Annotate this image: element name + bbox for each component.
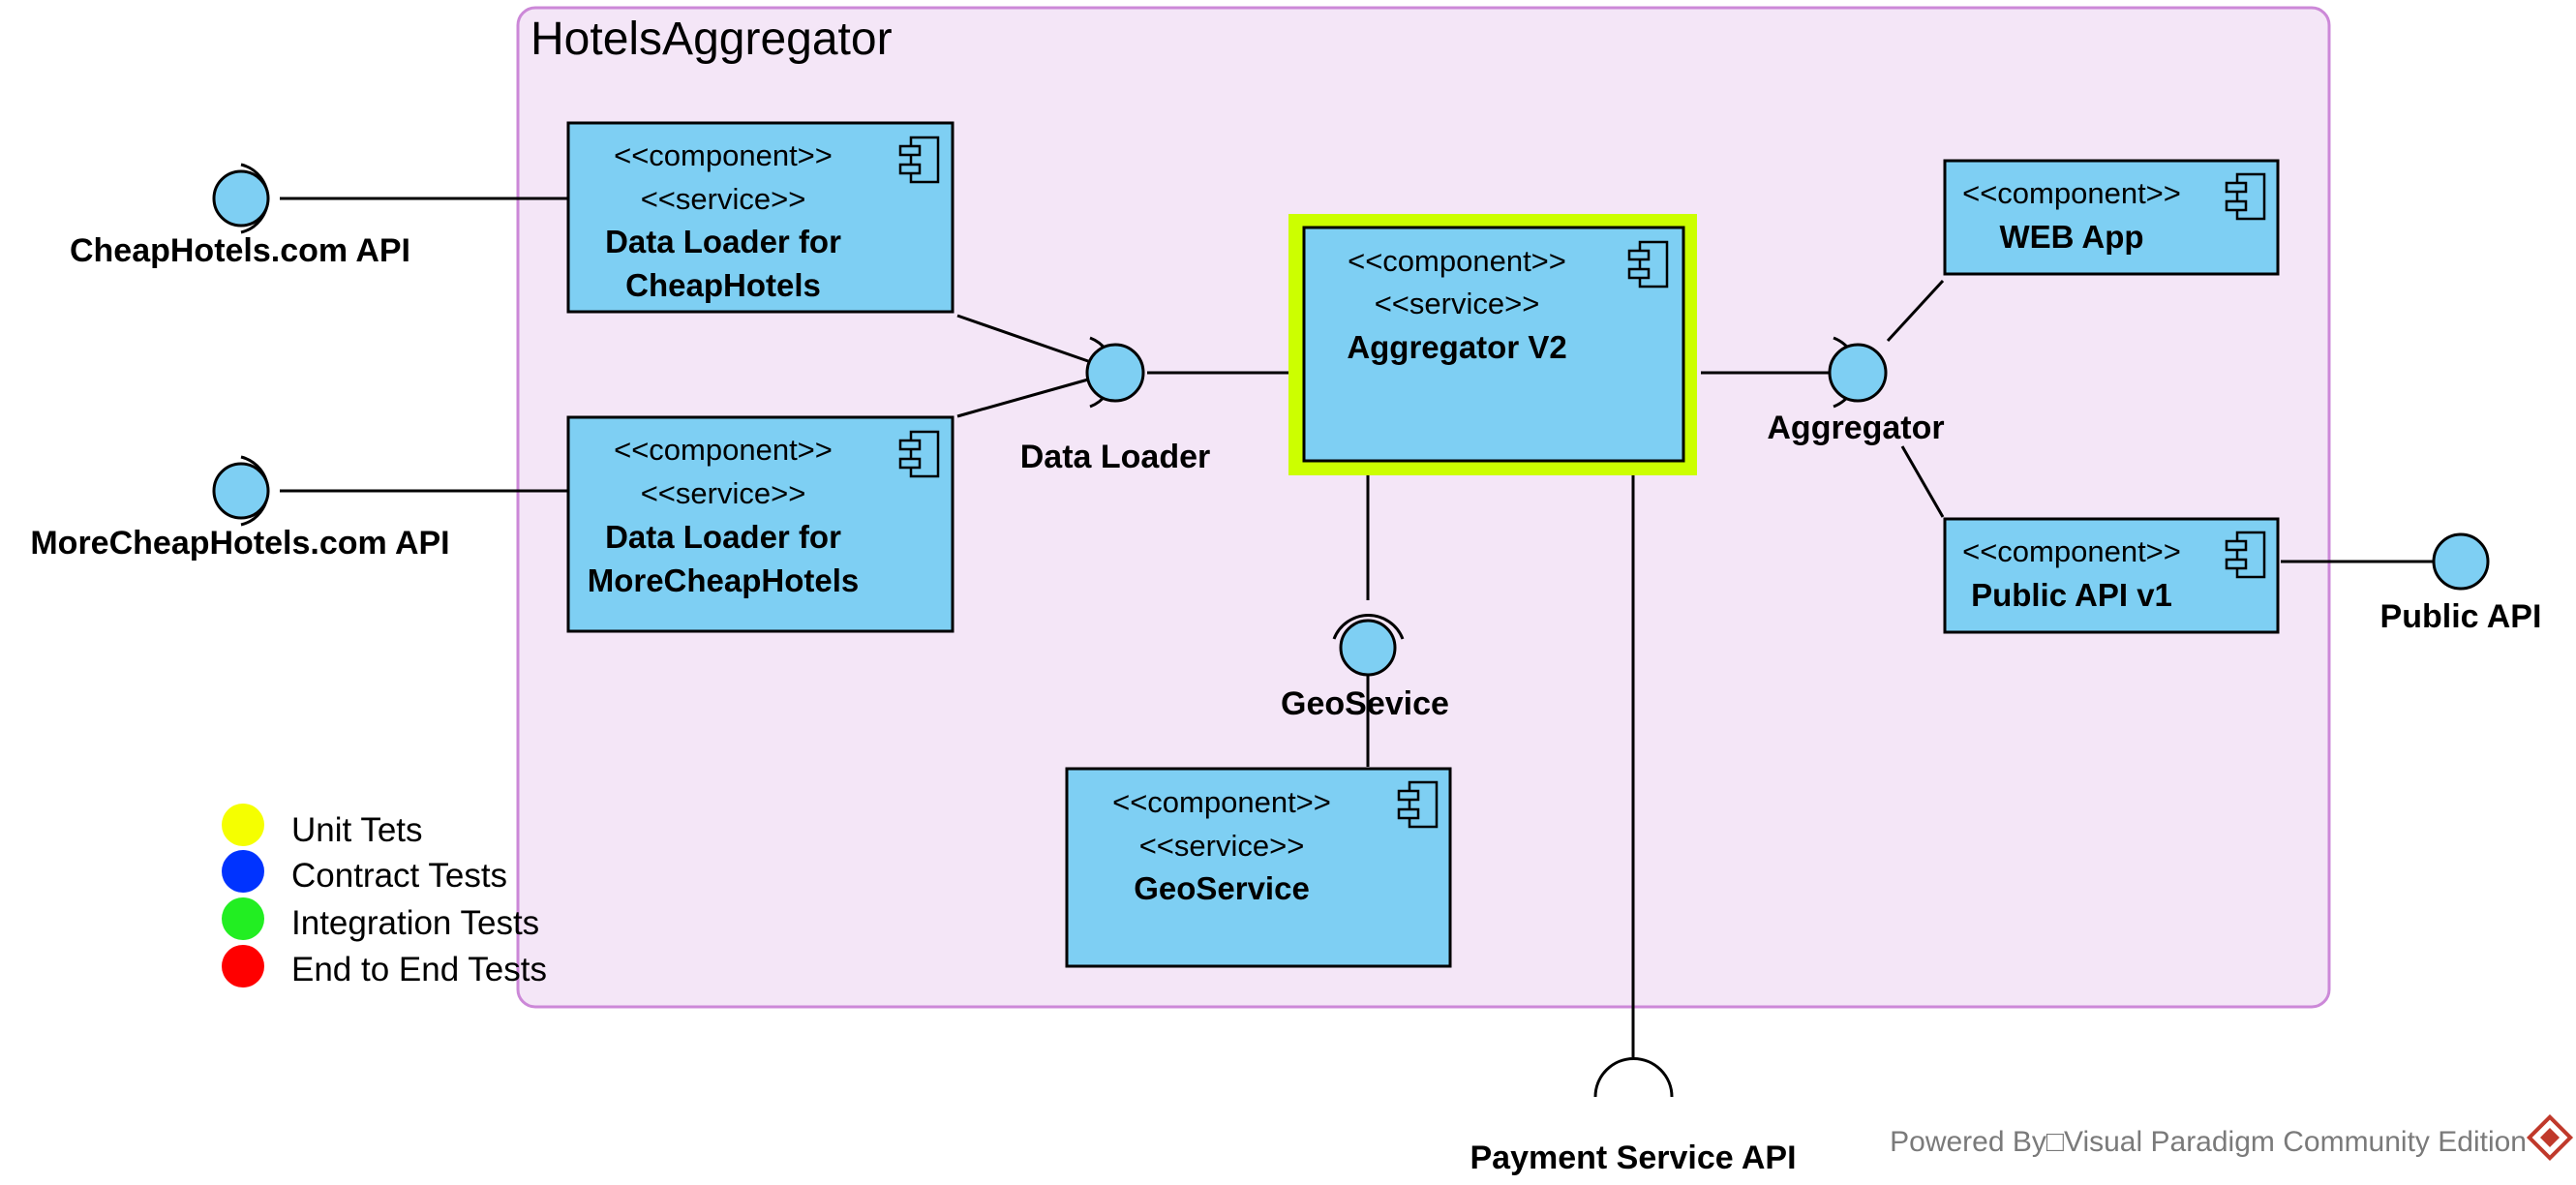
legend-swatch	[222, 804, 264, 846]
component-web-app[interactable]: <<component>> WEB App	[1943, 159, 2280, 276]
aggregator-ball[interactable]	[1828, 343, 1888, 403]
system-title: HotelsAggregator	[530, 14, 893, 65]
legend-item-contract-tests: Contract Tests	[222, 850, 507, 895]
component-name: WEB App	[1999, 219, 2143, 255]
data-loader-ball[interactable]	[1085, 343, 1145, 403]
component-geoservice[interactable]: <<component>> <<service>> GeoService	[1065, 767, 1452, 968]
geoservice-ball[interactable]	[1339, 619, 1397, 677]
stereotype-component: <<component>>	[1112, 785, 1331, 819]
payment-api-socket	[1593, 1057, 1674, 1098]
legend-item-end-to-end-tests: End to End Tests	[222, 945, 547, 988]
component-icon	[2225, 531, 2266, 579]
stereotype-service: <<service>>	[641, 182, 806, 216]
stereotype-component: <<component>>	[1962, 534, 2181, 568]
legend: Unit Tets Contract Tests Integration Tes…	[222, 804, 547, 988]
component-public-api-v1[interactable]: <<component>> Public API v1	[1943, 517, 2280, 634]
component-icon	[1627, 240, 1669, 289]
connectors	[280, 197, 2433, 1057]
stereotype-component: <<component>>	[614, 433, 833, 467]
stereotype-service: <<service>>	[1139, 829, 1305, 863]
stereotype-service: <<service>>	[1375, 287, 1540, 320]
legend-swatch	[222, 897, 264, 940]
payment-api-label: Payment Service API	[1470, 1139, 1796, 1176]
public-api-ball[interactable]	[2432, 532, 2490, 591]
legend-swatch	[222, 945, 264, 988]
cheaphotels-api-label: CheapHotels.com API	[70, 232, 410, 269]
data-loader-label: Data Loader	[1020, 439, 1211, 475]
component-name: GeoService	[1134, 870, 1310, 906]
legend-label: End to End Tests	[291, 951, 547, 988]
component-icon	[1397, 780, 1439, 829]
morecheaphotels-api-label: MoreCheapHotels.com API	[30, 525, 449, 562]
powered-by-footer: Powered By□Visual Paradigm Community Edi…	[1890, 1126, 2527, 1158]
component-icon	[898, 430, 940, 478]
aggregator-label: Aggregator	[1767, 410, 1944, 446]
system-boundary[interactable]	[516, 6, 2331, 1009]
component-name: Public API v1	[1971, 577, 2172, 613]
visual-paradigm-logo-icon	[2526, 1113, 2574, 1162]
component-name: Data Loader for	[605, 519, 841, 555]
component-name: Data Loader for	[605, 224, 841, 259]
morecheaphotels-api-ball[interactable]	[212, 462, 270, 520]
stereotype-service: <<service>>	[641, 476, 806, 510]
legend-label: Contract Tests	[291, 857, 507, 895]
component-data-loader-morecheaphotels[interactable]: <<component>> <<service>> Data Loader fo…	[566, 415, 955, 633]
legend-label: Integration Tests	[291, 904, 539, 942]
component-name: Aggregator V2	[1347, 329, 1566, 365]
component-name: CheapHotels	[625, 267, 821, 303]
public-api-label: Public API	[2380, 598, 2542, 635]
legend-swatch	[222, 850, 264, 893]
geoservice-socket	[1332, 614, 1405, 640]
cheaphotels-api-ball[interactable]	[212, 169, 270, 228]
component-data-loader-cheaphotels[interactable]: <<component>> <<service>> Data Loader fo…	[566, 121, 955, 314]
legend-item-integration-tests: Integration Tests	[222, 897, 539, 942]
component-aggregator-v2[interactable]: <<component>> <<service>> Aggregator V2	[1288, 214, 1697, 475]
stereotype-component: <<component>>	[614, 138, 833, 172]
component-icon	[898, 136, 940, 184]
component-icon	[2225, 172, 2266, 221]
stereotype-component: <<component>>	[1962, 176, 2181, 210]
legend-item-unit-tests: Unit Tets	[222, 804, 423, 849]
geoservice-interface-label: GeoSevice	[1281, 685, 1449, 722]
legend-label: Unit Tets	[291, 811, 423, 849]
component-name: MoreCheapHotels	[588, 562, 860, 598]
stereotype-component: <<component>>	[1348, 244, 1566, 278]
